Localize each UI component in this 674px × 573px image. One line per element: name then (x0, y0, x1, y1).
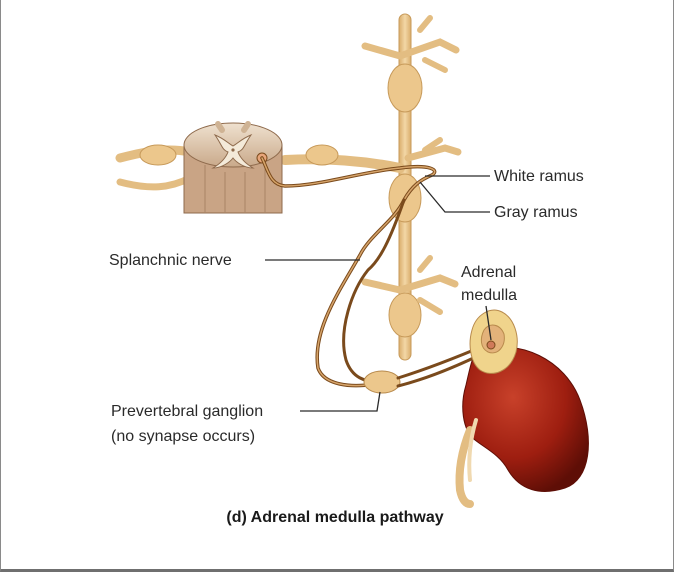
gray-ramus-label: Gray ramus (494, 204, 578, 221)
adrenal-medulla-leader (485, 305, 492, 341)
preganglionic-fiber (260, 156, 437, 388)
kidney (455, 346, 589, 508)
prevertebral-ganglion-label-line2: (no synapse occurs) (111, 428, 255, 445)
splanchnic-nerve-label: Splanchnic nerve (109, 252, 232, 269)
adrenal-gland (469, 309, 518, 374)
prevertebral-ganglion-leader (300, 391, 381, 412)
leader-lines (265, 175, 492, 412)
figure-caption: (d) Adrenal medulla pathway (226, 509, 443, 526)
white-ramus-label: White ramus (494, 168, 584, 185)
prevertebral-ganglion-label-line1: Prevertebral ganglion (111, 403, 263, 420)
adrenal-medulla-label-line1: Adrenal (461, 264, 516, 281)
spinal-cord-section (183, 121, 283, 214)
gray-ramus-leader (419, 181, 490, 213)
adrenal-medulla-label-line2: medulla (461, 287, 517, 304)
